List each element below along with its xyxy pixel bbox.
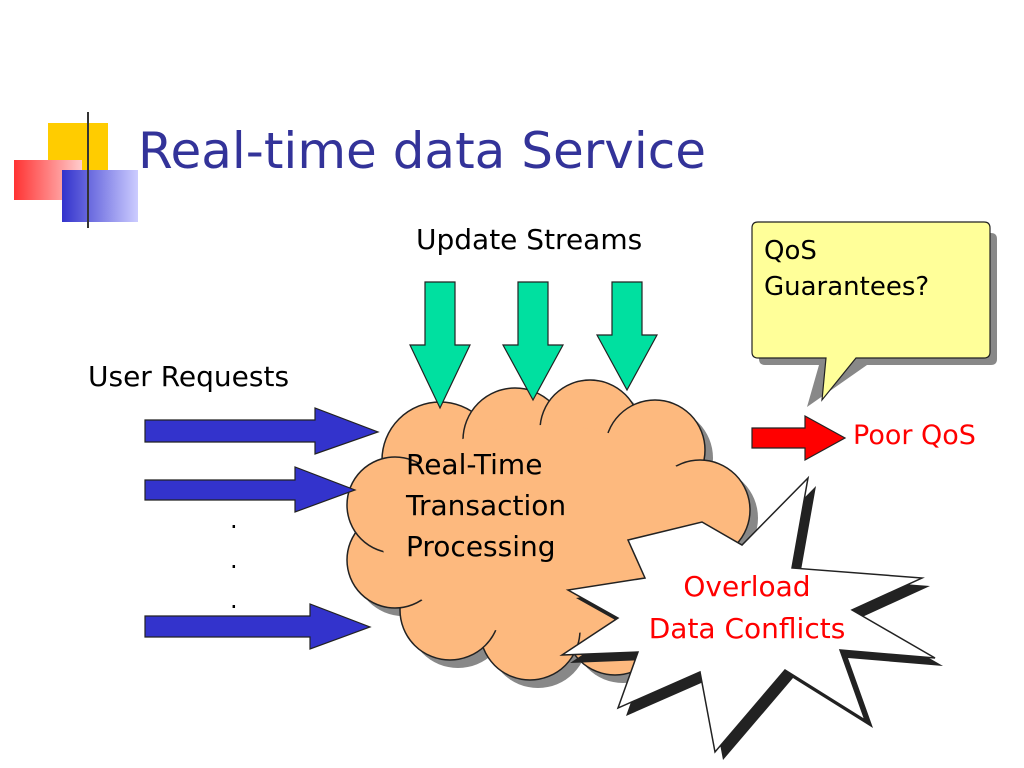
request-arrow-2 (144, 466, 357, 513)
overload-burst (559, 475, 936, 754)
cloud-line-1: Real-Time (406, 448, 543, 481)
update-streams-label: Update Streams (416, 223, 643, 256)
ellipsis-dot-3: . (230, 586, 238, 614)
poor-qos-arrow (751, 414, 847, 462)
ellipsis: . . . (230, 500, 238, 620)
update-arrow-1 (409, 281, 471, 410)
update-arrow-3 (595, 281, 659, 392)
burst-line-2: Data Conflicts (648, 612, 846, 645)
update-arrow-2 (501, 281, 565, 402)
request-arrow-3 (144, 603, 372, 650)
poor-qos-label: Poor QoS (853, 420, 976, 451)
ellipsis-dot-1: . (230, 506, 238, 534)
cloud-line-3: Processing (406, 530, 556, 563)
callout-text: QoS Guarantees? (764, 233, 929, 305)
cloud-line-2: Transaction (406, 489, 567, 522)
callout-line-2: Guarantees? (764, 272, 930, 302)
ellipsis-dot-2: . (230, 546, 238, 574)
page-title: Real-time data Service (138, 122, 706, 180)
request-arrow-1 (144, 407, 380, 455)
callout-line-1: QoS (764, 236, 817, 266)
blue-square (62, 170, 138, 222)
user-requests-label: User Requests (88, 360, 290, 393)
callout-bubble (751, 221, 991, 402)
update-arrows (409, 281, 659, 410)
cloud-text: Real-Time Transaction Processing (406, 444, 566, 567)
burst-text: Overload Data Conflicts (632, 566, 862, 650)
request-arrows (144, 407, 380, 650)
burst-line-1: Overload (683, 570, 811, 603)
